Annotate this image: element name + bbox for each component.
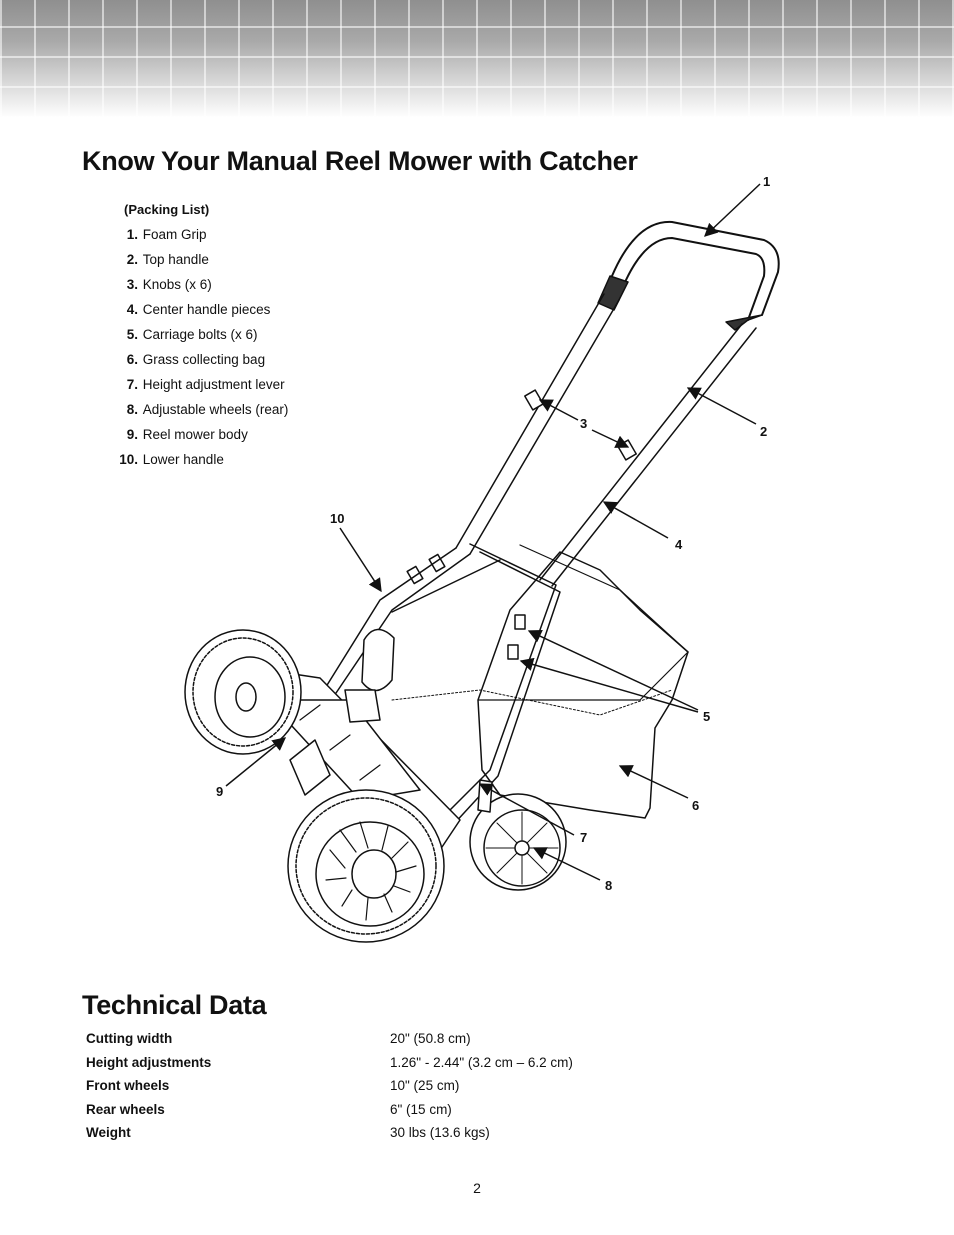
list-item: 9. Reel mower body: [112, 427, 288, 452]
item-number: 6.: [126, 352, 138, 367]
item-label: Lower handle: [142, 452, 224, 467]
callout-5: 5: [703, 709, 711, 724]
table-row: Height adjustments 1.26" - 2.44" (3.2 cm …: [82, 1055, 573, 1079]
list-item: 10. Lower handle: [112, 452, 288, 477]
list-item: 5. Carriage bolts (x 6): [112, 327, 288, 352]
table-row: Rear wheels 6" (15 cm): [82, 1102, 573, 1126]
lower-handle: [323, 543, 561, 827]
item-label: Reel mower body: [142, 427, 248, 442]
callout-9: 9: [216, 784, 224, 799]
callout-arrows: [225, 183, 761, 881]
spec-value: 20" (50.8 cm): [390, 1031, 471, 1046]
front-wheel: [287, 789, 445, 943]
item-number: 7.: [126, 377, 138, 392]
callout-4: 4: [675, 537, 683, 552]
page-title: Know Your Manual Reel Mower with Catcher: [82, 146, 638, 176]
callout-2: 2: [760, 424, 768, 439]
item-number: 5.: [126, 327, 138, 342]
technical-data-table: Cutting width 20" (50.8 cm) Height adjust…: [82, 1031, 573, 1149]
reel-mower-illustration: [184, 183, 780, 943]
item-number: 8.: [126, 402, 138, 417]
list-item: 4. Center handle pieces: [112, 302, 288, 327]
list-item: 3. Knobs (x 6): [112, 277, 288, 302]
item-label: Adjustable wheels (rear): [142, 402, 289, 417]
item-label: Height adjustment lever: [142, 377, 285, 392]
page-number: 2: [473, 1180, 481, 1196]
table-row: Cutting width 20" (50.8 cm): [82, 1031, 573, 1055]
list-item: 6. Grass collecting bag: [112, 352, 288, 377]
spec-label: Height adjustments: [86, 1054, 212, 1070]
callout-10: 10: [330, 511, 345, 526]
spec-value: 10" (25 cm): [390, 1078, 460, 1093]
item-number: 1.: [126, 227, 138, 242]
item-number: 10.: [119, 452, 138, 467]
arrow-9: [225, 737, 287, 787]
list-item: 2. Top handle: [112, 252, 288, 277]
spec-value: 6" (15 cm): [390, 1101, 452, 1117]
item-label: Center handle pieces: [142, 302, 271, 317]
packing-list-heading: (Packing List): [124, 202, 210, 217]
arrow-8: [532, 847, 601, 881]
spec-label: Rear wheels: [86, 1101, 165, 1117]
arrow-5a: [527, 630, 699, 711]
arrow-4: [602, 501, 669, 539]
packing-list: 1. Foam Grip 2. Top handle 3. Knobs (x 6…: [112, 227, 288, 477]
item-number: 4.: [126, 302, 138, 317]
item-number: 2.: [126, 252, 138, 267]
arrow-2: [686, 387, 757, 425]
left-wheel: [184, 629, 302, 755]
callout-3: 3: [580, 416, 588, 431]
list-item: 8. Adjustable wheels (rear): [112, 402, 289, 427]
spec-value: 1.26" - 2.44" (3.2 cm – 6.2 cm): [390, 1054, 573, 1070]
header-banner: [0, 0, 954, 118]
spec-label: Front wheels: [86, 1078, 170, 1093]
table-row: Weight 30 lbs (13.6 kgs): [82, 1125, 573, 1149]
item-label: Top handle: [142, 252, 209, 267]
grass-bag: [391, 544, 689, 819]
arrow-3b: [591, 429, 630, 448]
item-label: Foam Grip: [142, 227, 207, 242]
item-label: Grass collecting bag: [142, 352, 266, 367]
item-label: Carriage bolts (x 6): [142, 327, 258, 342]
arrow-3a: [538, 399, 579, 421]
top-handle: [455, 220, 780, 587]
list-item: 7. Height adjustment lever: [112, 377, 288, 402]
arrow-1: [704, 183, 761, 237]
spec-value: 30 lbs (13.6 kgs): [390, 1125, 490, 1140]
table-row: Front wheels 10" (25 cm): [82, 1078, 573, 1102]
arrow-7: [478, 783, 575, 836]
callout-7: 7: [580, 830, 588, 845]
item-number: 3.: [126, 277, 138, 292]
callout-6: 6: [692, 798, 700, 813]
arrow-10: [339, 527, 382, 593]
callout-1: 1: [763, 174, 771, 189]
technical-data-heading: Technical Data: [82, 990, 267, 1020]
arrow-6: [618, 765, 689, 799]
list-item: 1. Foam Grip: [112, 227, 288, 252]
callout-8: 8: [605, 878, 613, 893]
arrow-5b: [519, 657, 699, 713]
item-label: Knobs (x 6): [142, 277, 212, 292]
spec-label: Weight: [86, 1125, 131, 1140]
item-number: 9.: [126, 427, 138, 442]
spec-label: Cutting width: [86, 1031, 173, 1046]
